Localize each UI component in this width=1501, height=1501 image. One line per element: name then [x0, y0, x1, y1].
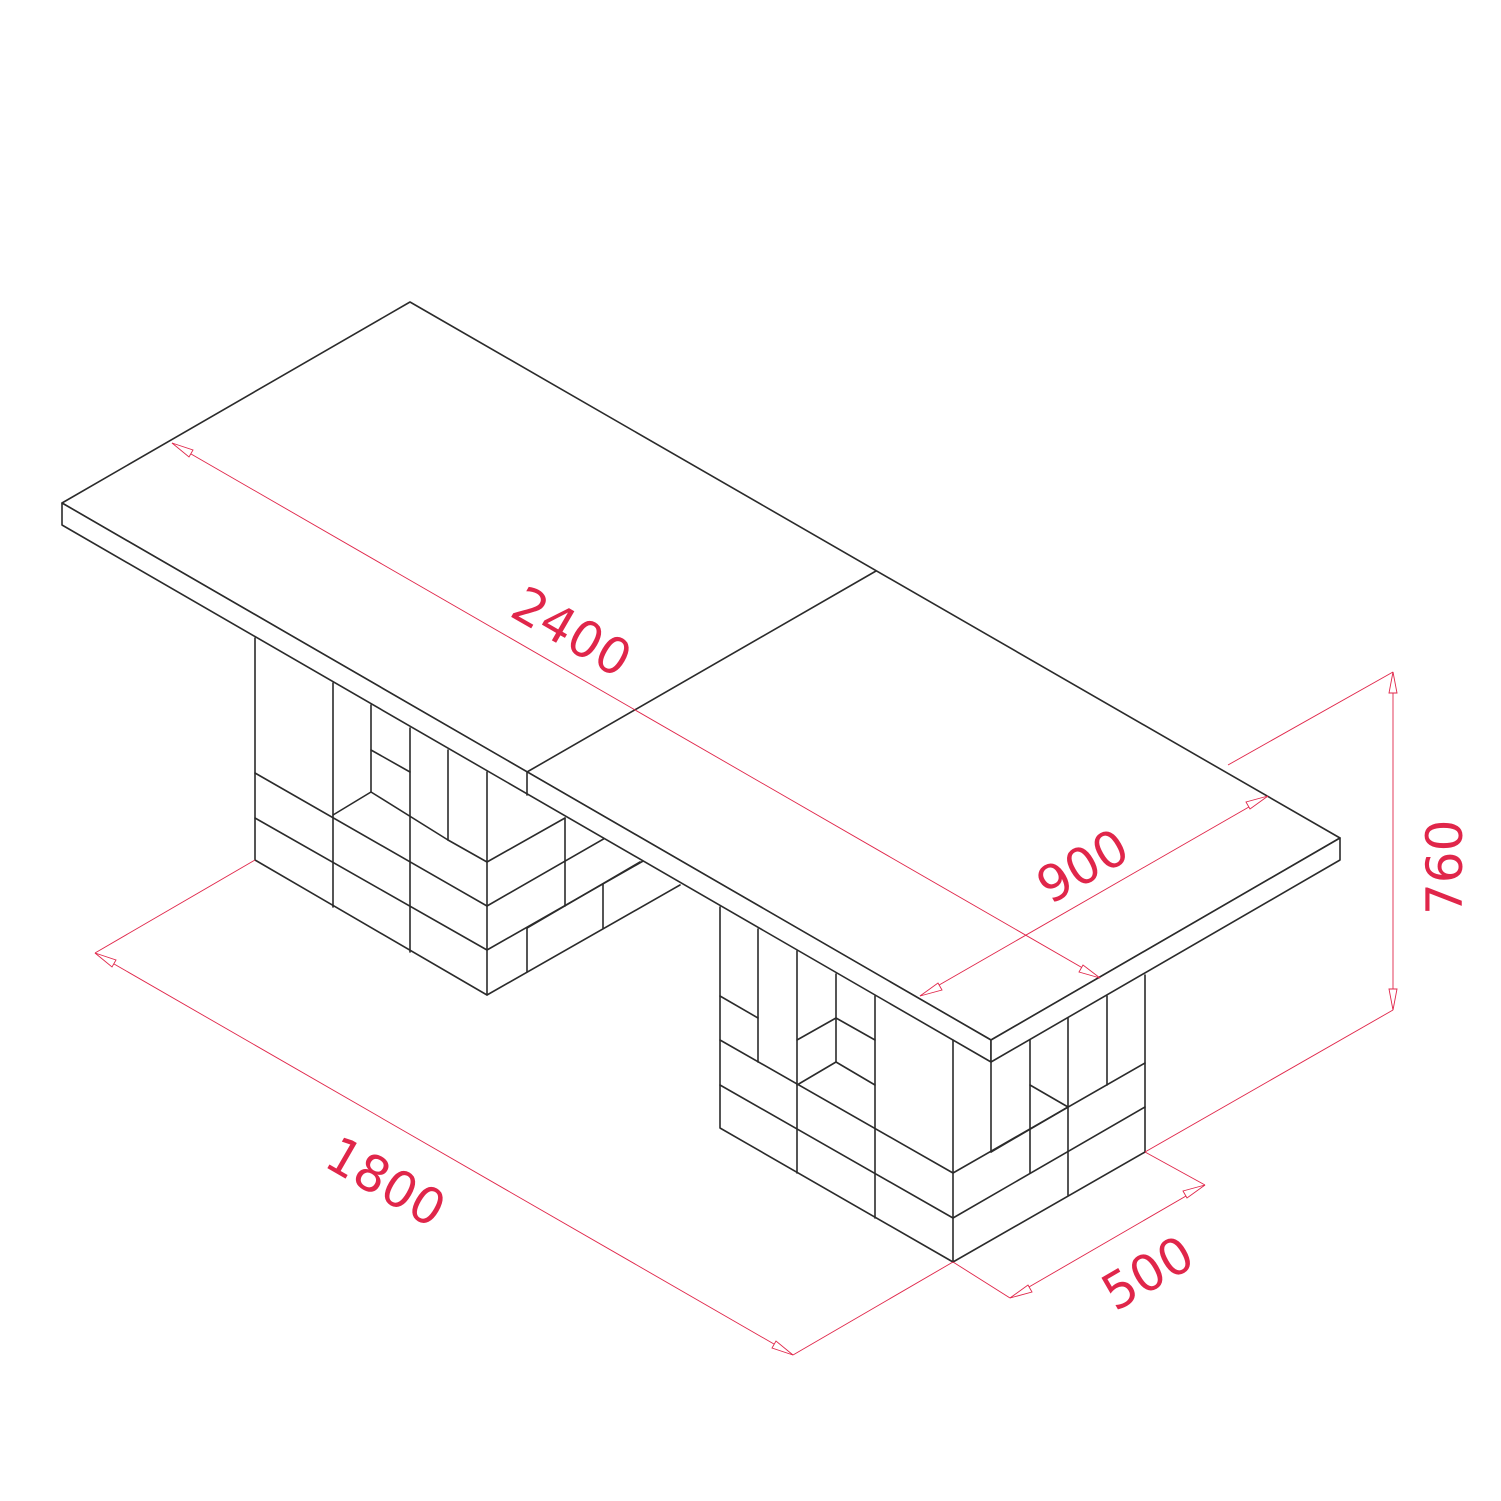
dim-base-span-arrow-start: [94, 952, 117, 968]
dim-length-arrow-start: [171, 442, 194, 458]
right-pedestal: [719, 906, 1146, 1263]
table-top-right-edge: [990, 837, 1341, 1063]
dim-base-depth-label: 500: [1092, 1224, 1204, 1322]
dim-base-depth-line: [1009, 1184, 1206, 1299]
dim-height-arrow-top: [1388, 671, 1398, 694]
dim-length-line: [171, 442, 1101, 979]
table-top-seam: [526, 570, 877, 796]
dim-length-arrow-end: [1078, 964, 1101, 979]
dim-base-span-line: [94, 952, 794, 1356]
dim-base-depth-arrow-start: [1009, 1284, 1033, 1299]
dim-base-span-arrow-end: [771, 1340, 794, 1356]
dim-base-span-label: 1800: [316, 1125, 455, 1239]
dim-height-arrow-bottom: [1388, 988, 1398, 1011]
dim-base-depth-arrow-end: [1182, 1184, 1206, 1199]
dim-depth-arrow-end: [1245, 795, 1269, 810]
left-pedestal-outline: [254, 637, 681, 996]
dim-depth-line: [919, 795, 1269, 997]
dim-height-label: 760: [1416, 820, 1474, 915]
left-pedestal: [254, 637, 681, 996]
table-top: [61, 301, 1341, 1063]
dim-depth-arrow-start: [919, 982, 943, 997]
